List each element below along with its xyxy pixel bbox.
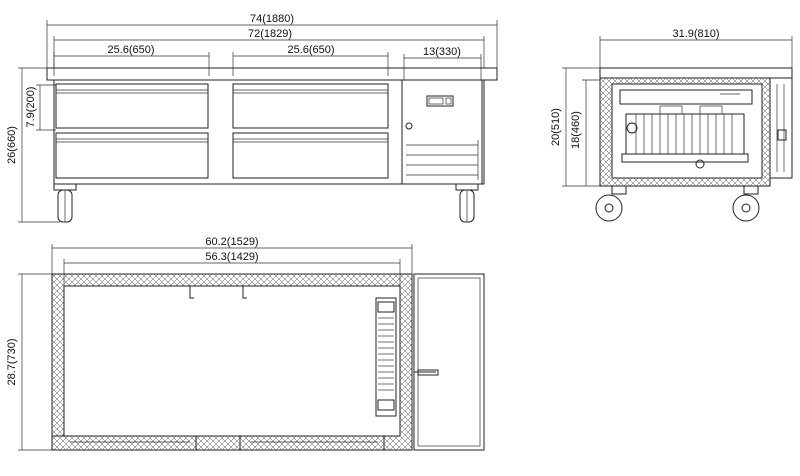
drawer-top-right — [232, 83, 389, 129]
drawer-bottom-left — [55, 132, 209, 179]
drawer-width-left-label: 25.6(650) — [107, 44, 154, 56]
inner-width-label: 56.3(1429) — [205, 251, 258, 263]
top-drawer-front-right — [239, 435, 385, 451]
drawer-top-left — [55, 83, 209, 129]
top-evaporator — [375, 297, 397, 417]
drawer-bottom-right — [232, 132, 389, 179]
countertop — [46, 67, 498, 81]
side-dimensions: 31.9(810) 20(510) 18(460) — [550, 28, 793, 187]
side-door — [769, 77, 793, 179]
top-dimensions: 60.2(1529) 56.3(1429) 28.7(730) — [6, 236, 413, 451]
top-drawer-front-left — [51, 435, 197, 451]
compressor-panel — [401, 79, 483, 185]
temperature-display — [426, 95, 454, 107]
cabinet-body — [53, 79, 485, 185]
inner-width-label: 72(1829) — [248, 28, 292, 40]
side-countertop — [599, 67, 793, 79]
side-height-label: 20(510) — [550, 108, 562, 146]
top-view: 60.2(1529) 56.3(1429) 28.7(730) — [6, 236, 485, 451]
side-inner-height-label: 18(460) — [570, 111, 582, 149]
side-insulation — [599, 77, 771, 187]
outer-width-label: 60.2(1529) — [205, 236, 258, 248]
drawer-height-label: 7.9(200) — [25, 87, 37, 128]
side-casters — [595, 185, 760, 222]
side-view: 31.9(810) 20(510) 18(460) — [550, 28, 793, 222]
drawers — [55, 83, 389, 179]
compressor-width-label: 13(330) — [423, 46, 461, 58]
top-compressor-compartment — [413, 273, 485, 451]
evaporator-unit — [619, 89, 753, 169]
overall-width-label: 74(1880) — [250, 13, 294, 25]
lock-icon — [405, 122, 413, 130]
front-dimensions: 74(1880) 72(1829) 25.6(650) 25.6(650) 13… — [6, 13, 498, 223]
depth-label: 31.9(810) — [672, 28, 719, 40]
top-depth-label: 28.7(730) — [6, 338, 18, 385]
drawer-width-right-label: 25.6(650) — [287, 44, 334, 56]
height-label: 26(660) — [6, 126, 18, 164]
front-view: 74(1880) 72(1829) 25.6(650) 25.6(650) 13… — [6, 13, 498, 223]
front-casters — [53, 183, 479, 223]
